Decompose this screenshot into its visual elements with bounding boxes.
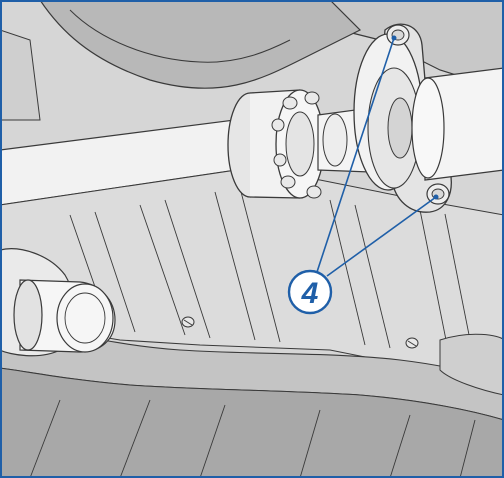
left-side-panel [0,29,41,121]
lower-ribs [29,399,476,478]
leader-dot-bottom [433,194,439,200]
shield-edge-line [69,9,291,63]
left-axle-stub [0,248,116,357]
bracket-nut-top [386,24,410,46]
leader-line-bottom [326,196,437,277]
flex-coupling [227,89,325,199]
coupling-bolts [271,91,322,199]
callout-circle [287,269,333,315]
callout-number: 4 [301,277,319,310]
leader-line-top [315,37,395,276]
floor-bolt-right [405,337,419,349]
floor-bolt-left [181,316,195,328]
lower-exhaust-area [0,367,504,478]
leader-dot-top [391,35,397,41]
right-lower-bracket [439,333,504,396]
shaft-collar [322,113,348,167]
rear-shaft-end [411,77,445,179]
exhaust-heat-shield [39,0,362,89]
